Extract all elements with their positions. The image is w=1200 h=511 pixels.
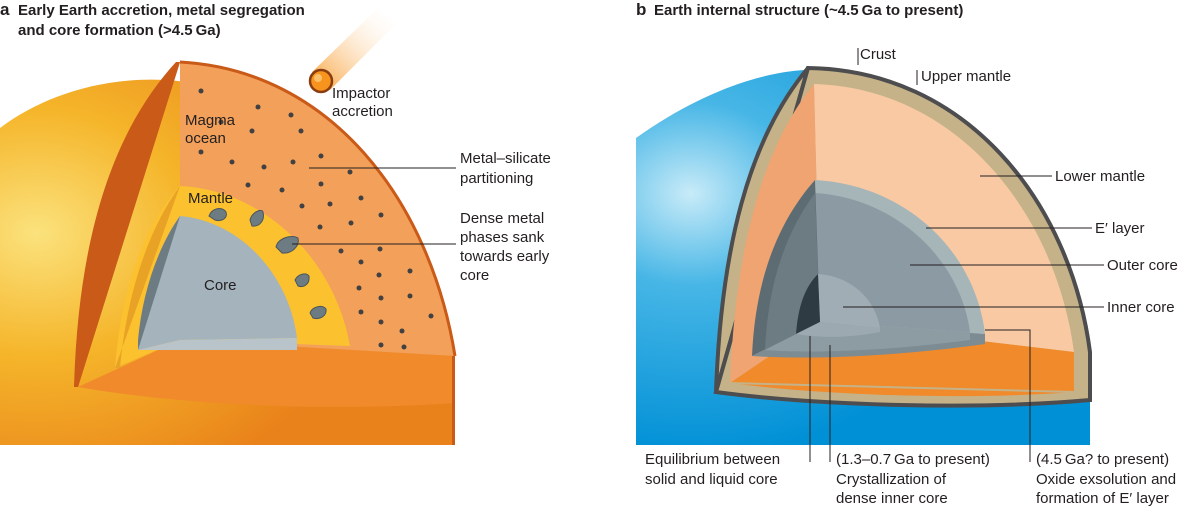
- leader-oxide: [985, 329, 1031, 462]
- label-oxide-line2: Oxide exsolution and: [1036, 471, 1176, 488]
- label-crust: Crust: [860, 46, 897, 63]
- panel-a-letter: a: [0, 0, 10, 19]
- label-crystallization-line2: Crystallization of: [836, 471, 947, 488]
- label-dense-line3: towards early: [460, 248, 550, 265]
- label-partition-line2: partitioning: [460, 170, 533, 187]
- label-inner-core: Inner core: [1107, 299, 1175, 316]
- label-dense-line2: phases sank: [460, 229, 545, 246]
- label-e-layer: E′ layer: [1095, 220, 1145, 237]
- label-magma-line1: Magma: [185, 112, 236, 129]
- label-equilibrium-line1: Equilibrium between: [645, 451, 780, 468]
- sinking-metal-drops: [208, 208, 327, 319]
- early-earth-cutaway: [74, 60, 457, 445]
- label-crystallization-line3: dense inner core: [836, 490, 948, 507]
- label-mantle: Mantle: [188, 190, 233, 207]
- label-dense-line4: core: [460, 267, 489, 284]
- panel-b: b Earth internal structure (~4.5 Ga to p…: [636, 0, 1178, 507]
- label-equilibrium-line2: solid and liquid core: [645, 471, 778, 488]
- impactor-comet: [308, 8, 396, 94]
- label-magma-line2: ocean: [185, 130, 226, 147]
- label-impactor-line1: Impactor: [332, 85, 390, 102]
- label-impactor-line2: accretion: [332, 103, 393, 120]
- label-outer-core: Outer core: [1107, 257, 1178, 274]
- modern-earth-cutaway: [713, 65, 1092, 408]
- label-crystallization-line1: (1.3–0.7 Ga to present): [836, 451, 990, 468]
- panel-a: a Early Earth accretion, metal segregati…: [0, 0, 551, 446]
- label-dense-line1: Dense metal: [460, 210, 544, 227]
- panel-b-letter: b: [636, 0, 646, 19]
- label-lower-mantle: Lower mantle: [1055, 168, 1145, 185]
- label-oxide-line3: formation of E′ layer: [1036, 490, 1169, 507]
- label-upper-mantle: Upper mantle: [921, 68, 1011, 85]
- panel-a-title-line1: Early Earth accretion, metal segregation: [18, 2, 305, 19]
- label-partition-line1: Metal–silicate: [460, 150, 551, 167]
- label-core: Core: [204, 277, 237, 294]
- metal-droplets: [198, 88, 434, 350]
- panel-a-title-line2: and core formation (>4.5 Ga): [18, 22, 221, 39]
- panel-b-title: Earth internal structure (~4.5 Ga to pre…: [654, 2, 963, 19]
- label-oxide-line1: (4.5 Ga? to present): [1036, 451, 1169, 468]
